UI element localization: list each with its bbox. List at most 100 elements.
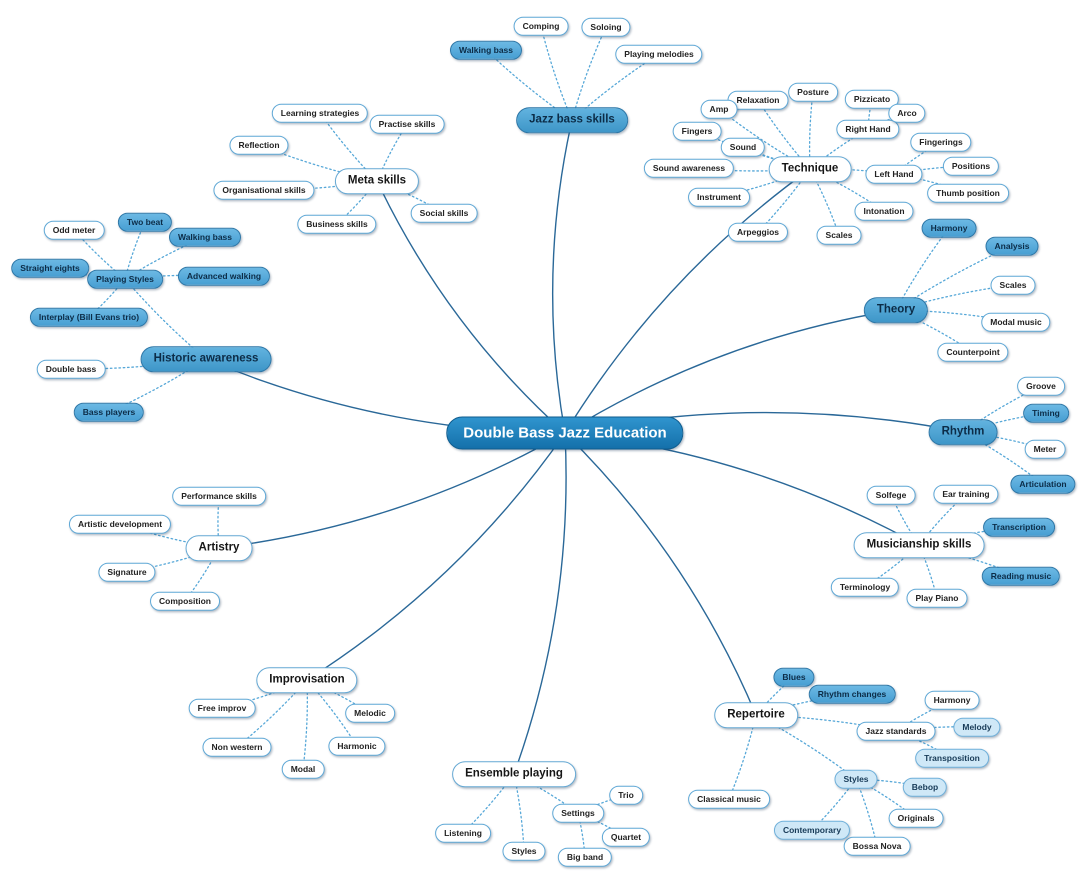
node-practise-skills[interactable]: Practise skills [369,114,445,134]
node-straight-eights[interactable]: Straight eights [11,258,89,278]
node-solfege[interactable]: Solfege [866,485,916,505]
node-bossa-nova[interactable]: Bossa Nova [843,836,911,856]
node-melody[interactable]: Melody [953,717,1001,737]
node-social-skills[interactable]: Social skills [410,203,478,223]
node-free-improv[interactable]: Free improv [188,698,256,718]
node-harmony-theory[interactable]: Harmony [921,218,977,238]
node-improvisation[interactable]: Improvisation [256,667,358,693]
node-reading-music[interactable]: Reading music [981,566,1061,586]
node-arco[interactable]: Arco [888,103,926,123]
node-ear-training[interactable]: Ear training [933,484,999,504]
node-playing-melodies[interactable]: Playing melodies [615,44,703,64]
node-melodic[interactable]: Melodic [345,703,395,723]
node-sound[interactable]: Sound [720,137,766,157]
edge-historic-awareness-to-playing-styles [124,278,207,360]
edge-center-to-repertoire [564,432,757,716]
edge-center-to-theory [564,309,897,434]
node-rhythm-changes[interactable]: Rhythm changes [808,684,896,704]
node-styles-ensemble[interactable]: Styles [502,841,546,861]
node-timing[interactable]: Timing [1023,403,1069,423]
edge-meta-skills-to-organisational-skills [263,180,378,191]
node-reflection[interactable]: Reflection [229,135,289,155]
node-modal[interactable]: Modal [281,759,325,779]
node-harmony-repertoire[interactable]: Harmony [924,690,980,710]
node-composition[interactable]: Composition [150,591,220,611]
node-odd-meter[interactable]: Odd meter [43,220,105,240]
node-listening[interactable]: Listening [435,823,491,843]
node-positions[interactable]: Positions [942,156,1000,176]
node-bass-players[interactable]: Bass players [73,402,145,422]
node-play-piano[interactable]: Play Piano [906,588,968,608]
node-performance-skills[interactable]: Performance skills [172,486,266,506]
node-advanced-walking[interactable]: Advanced walking [177,266,271,286]
node-walking-bass-jazz[interactable]: Walking bass [449,40,523,60]
node-classical-music[interactable]: Classical music [688,789,770,809]
node-sound-awareness[interactable]: Sound awareness [643,158,735,178]
node-settings[interactable]: Settings [552,803,604,823]
node-artistry[interactable]: Artistry [185,535,253,561]
edge-center-to-artistry [218,432,566,549]
node-pizzicato[interactable]: Pizzicato [844,89,900,109]
node-musicianship-skills[interactable]: Musicianship skills [853,532,985,558]
node-quartet[interactable]: Quartet [601,827,651,847]
node-organisational-skills[interactable]: Organisational skills [213,180,315,200]
node-learning-strategies[interactable]: Learning strategies [271,103,369,123]
node-styles-repertoire[interactable]: Styles [834,769,878,789]
node-relaxation[interactable]: Relaxation [727,90,789,110]
node-blues[interactable]: Blues [773,667,815,687]
node-signature[interactable]: Signature [98,562,156,582]
node-analysis[interactable]: Analysis [985,236,1039,256]
node-artistic-development[interactable]: Artistic development [68,514,172,534]
node-arpeggios[interactable]: Arpeggios [727,222,789,242]
node-soloing[interactable]: Soloing [581,17,631,37]
node-originals[interactable]: Originals [888,808,944,828]
node-repertoire[interactable]: Repertoire [714,702,798,728]
node-jazz-bass-skills[interactable]: Jazz bass skills [516,107,628,133]
node-non-western[interactable]: Non western [202,737,272,757]
node-intonation[interactable]: Intonation [854,201,914,221]
node-transposition[interactable]: Transposition [915,748,989,768]
node-transcription[interactable]: Transcription [983,517,1055,537]
node-scales-technique[interactable]: Scales [816,225,862,245]
node-walking-bass-historic[interactable]: Walking bass [168,227,242,247]
node-playing-styles[interactable]: Playing Styles [87,269,163,289]
node-fingerings[interactable]: Fingerings [910,132,972,152]
node-posture[interactable]: Posture [788,82,838,102]
node-interplay[interactable]: Interplay (Bill Evans trio) [29,307,149,327]
node-thumb-position[interactable]: Thumb position [927,183,1009,203]
node-terminology[interactable]: Terminology [830,577,900,597]
node-trio[interactable]: Trio [609,785,643,805]
node-amp[interactable]: Amp [700,99,738,119]
node-comping[interactable]: Comping [513,16,569,36]
node-historic-awareness[interactable]: Historic awareness [140,346,272,372]
node-center[interactable]: Double Bass Jazz Education [446,416,684,450]
node-articulation[interactable]: Articulation [1010,474,1076,494]
edge-styles-repertoire-to-bossa-nova [855,778,878,847]
node-fingers[interactable]: Fingers [672,121,722,141]
node-modal-music[interactable]: Modal music [981,312,1051,332]
node-bebop[interactable]: Bebop [902,777,948,797]
edge-improvisation-to-modal [302,679,308,770]
node-left-hand[interactable]: Left Hand [865,164,923,184]
node-big-band[interactable]: Big band [557,847,613,867]
node-two-beat[interactable]: Two beat [117,212,173,232]
edge-center-to-musicianship-skills [564,432,920,546]
node-rhythm[interactable]: Rhythm [928,419,998,445]
node-scales-theory[interactable]: Scales [990,275,1036,295]
node-ensemble-playing[interactable]: Ensemble playing [452,761,576,787]
node-technique[interactable]: Technique [768,156,852,182]
node-contemporary[interactable]: Contemporary [773,820,851,840]
node-right-hand[interactable]: Right Hand [836,119,900,139]
node-instrument[interactable]: Instrument [688,187,750,207]
node-jazz-standards[interactable]: Jazz standards [856,721,936,741]
node-theory[interactable]: Theory [863,297,929,323]
node-meter[interactable]: Meter [1024,439,1066,459]
node-double-bass[interactable]: Double bass [36,359,106,379]
node-business-skills[interactable]: Business skills [297,214,377,234]
node-groove[interactable]: Groove [1017,376,1065,396]
node-harmonic[interactable]: Harmonic [328,736,386,756]
edge-center-to-technique [564,168,811,434]
node-counterpoint[interactable]: Counterpoint [937,342,1009,362]
node-meta-skills[interactable]: Meta skills [334,168,420,194]
